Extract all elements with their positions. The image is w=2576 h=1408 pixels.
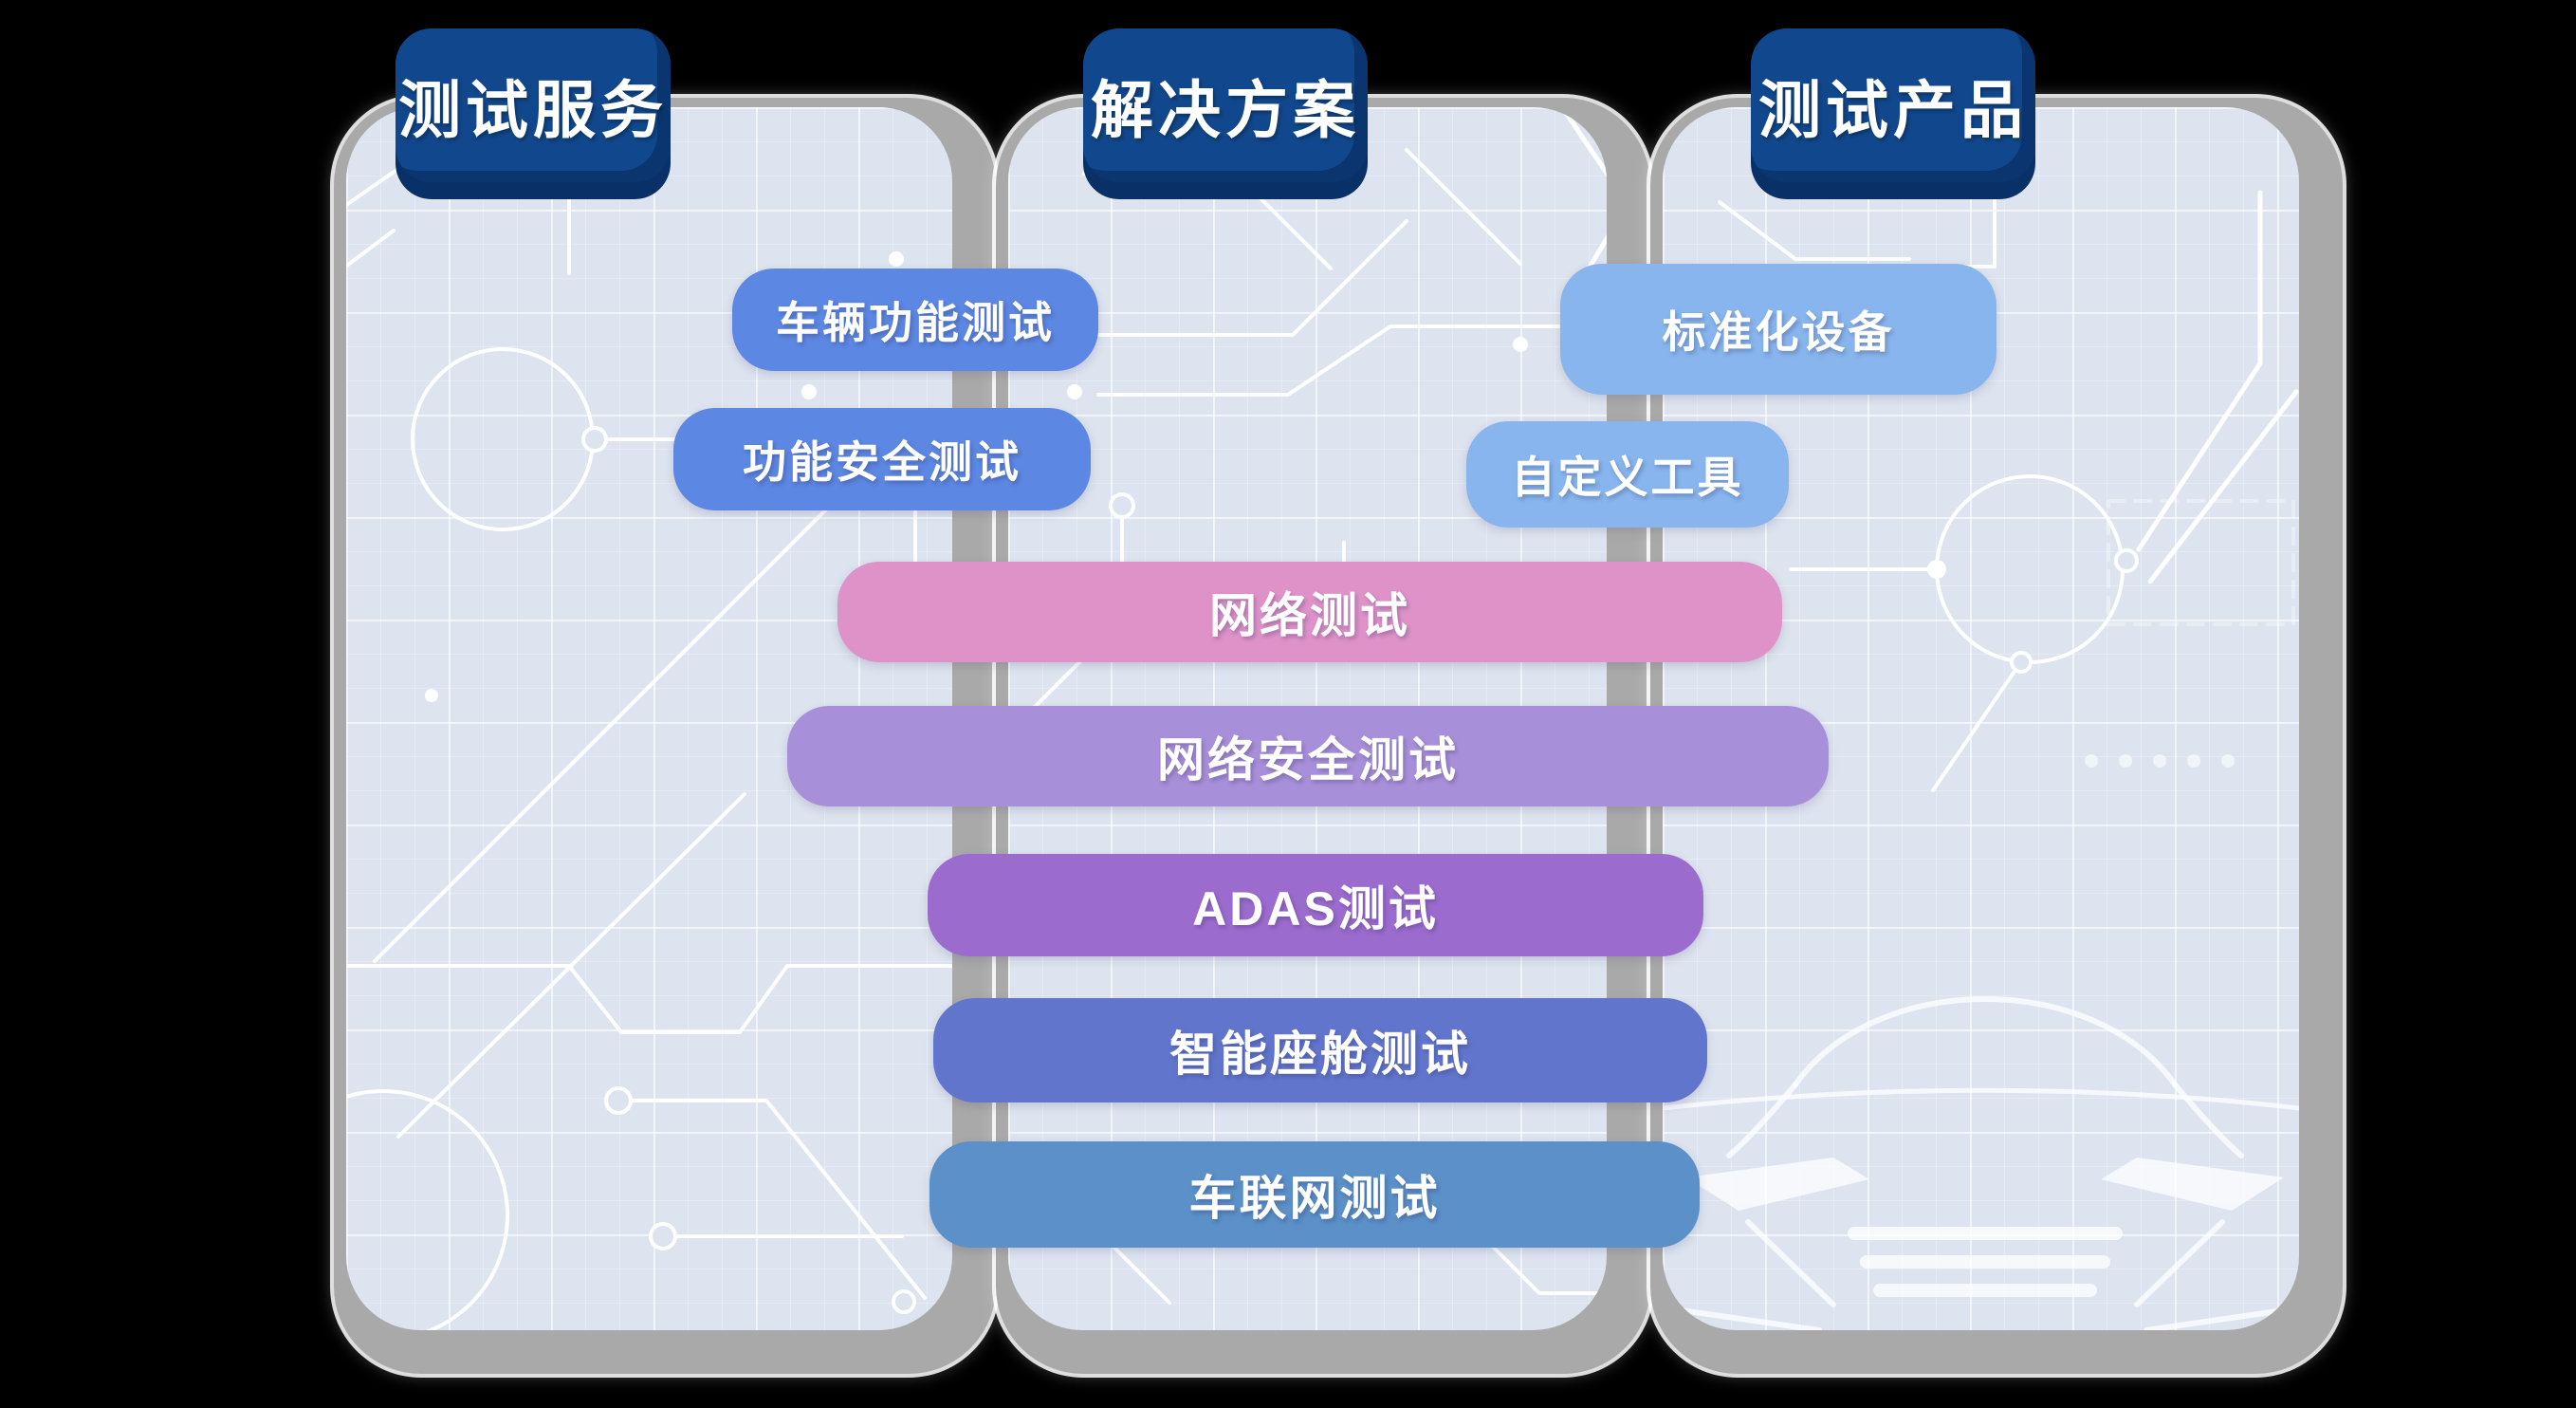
header-test-services[interactable]: 测试服务 — [396, 28, 671, 182]
pill-network-security-test[interactable]: 网络安全测试 — [787, 706, 1829, 806]
pill-smart-cockpit-test[interactable]: 智能座舱测试 — [933, 998, 1707, 1102]
pill-network-test[interactable]: 网络测试 — [837, 562, 1782, 662]
header-test-products[interactable]: 测试产品 — [1751, 28, 2035, 182]
pill-adas-test[interactable]: ADAS测试 — [928, 854, 1703, 956]
header-solutions[interactable]: 解决方案 — [1083, 28, 1368, 182]
pill-functional-safety-test[interactable]: 功能安全测试 — [673, 408, 1091, 510]
pill-standardized-equipment[interactable]: 标准化设备 — [1560, 264, 1996, 395]
car-front-outline-icon — [1663, 996, 2299, 1330]
circuit-pattern-right-icon — [1663, 157, 2299, 1330]
pill-vehicle-function-test[interactable]: 车辆功能测试 — [732, 269, 1098, 371]
pill-custom-tools[interactable]: 自定义工具 — [1466, 421, 1789, 528]
pill-iov-test[interactable]: 车联网测试 — [929, 1141, 1700, 1248]
